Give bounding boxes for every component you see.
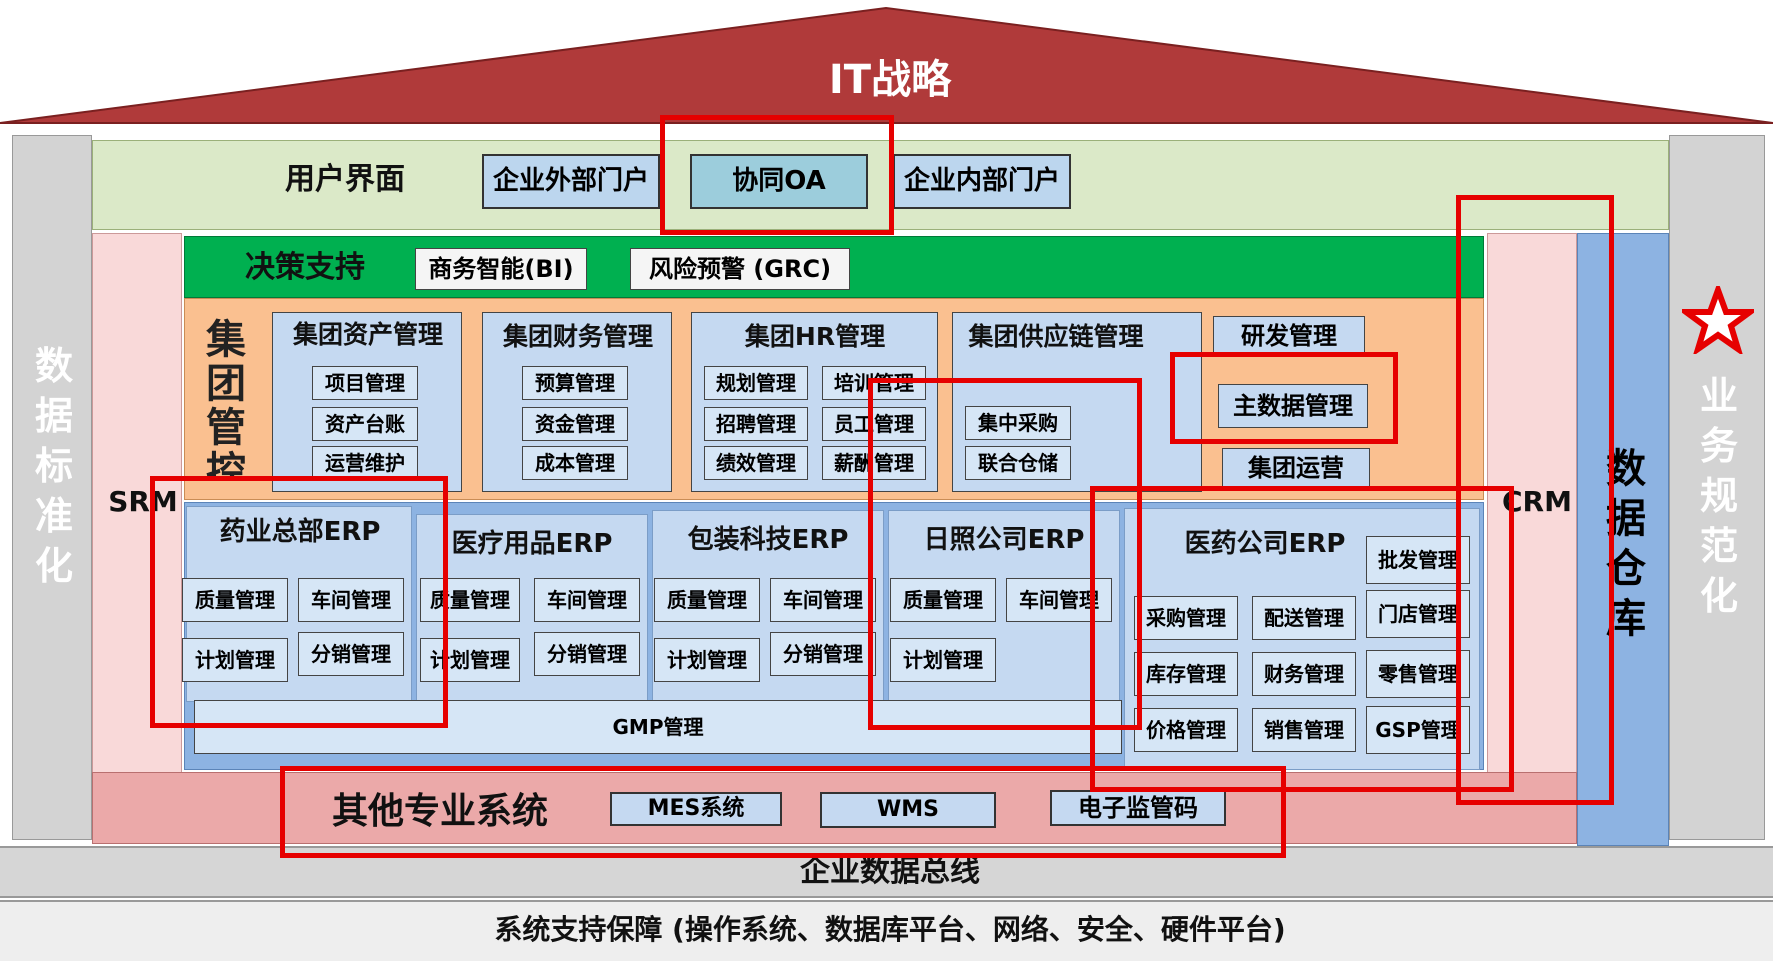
- user-interface-band: [92, 140, 1669, 230]
- erp3-item-3: 计划管理: [654, 638, 760, 682]
- highlight-decision-crm: [1456, 195, 1614, 805]
- master-data-box: 主数据管理: [1218, 384, 1368, 428]
- group-control-label: 集团管控: [206, 318, 246, 478]
- erp5-item-7: 批发管理: [1366, 536, 1470, 584]
- erp5-item-8: 门店管理: [1366, 590, 1470, 638]
- crm-band: [1487, 233, 1577, 773]
- supply-item-2: 联合仓储: [965, 446, 1071, 480]
- asset-item-3: 运营维护: [312, 446, 418, 480]
- supply-item-1: 集中采购: [965, 406, 1071, 440]
- erp3-item-4: 分销管理: [770, 632, 876, 676]
- user-interface-label: 用户界面: [285, 162, 405, 197]
- asset-item-1: 项目管理: [312, 366, 418, 400]
- highlight-master-data: [1170, 352, 1398, 444]
- erp-title-4: 日照公司ERP: [923, 525, 1085, 555]
- erp5-item-2: 配送管理: [1252, 596, 1356, 640]
- erp1-item-3: 计划管理: [182, 638, 288, 682]
- star-icon: [1682, 286, 1754, 354]
- roof-title: IT战略: [828, 57, 952, 103]
- decision-support-label: 决策支持: [245, 250, 365, 285]
- erp1-item-2: 车间管理: [298, 578, 404, 622]
- erp-title-2: 医疗用品ERP: [451, 529, 613, 559]
- erp-title-1: 药业总部ERP: [219, 517, 381, 547]
- erp5-item-4: 财务管理: [1252, 652, 1356, 696]
- highlight-oa: [660, 115, 894, 235]
- module-hr-title: 集团HR管理: [744, 322, 886, 351]
- hr-item-5: 绩效管理: [704, 446, 808, 480]
- hr-item-3: 招聘管理: [704, 407, 808, 441]
- finance-item-2: 资金管理: [522, 407, 628, 441]
- other-systems-label: 其他专业系统: [331, 791, 548, 832]
- mes-box: MES系统: [610, 792, 782, 826]
- rnd-box: 研发管理: [1213, 316, 1365, 356]
- wms-box: WMS: [820, 792, 996, 828]
- finance-item-1: 预算管理: [522, 366, 628, 400]
- erp1-item-4: 分销管理: [298, 632, 404, 676]
- hr-item-1: 规划管理: [704, 366, 808, 400]
- e-supervision-box: 电子监管码: [1050, 790, 1226, 826]
- support-band: [0, 900, 1773, 961]
- erp5-item-9: 零售管理: [1366, 650, 1470, 698]
- right-pillar-text: 业务规范化: [1700, 374, 1739, 618]
- erp3-item-2: 车间管理: [770, 578, 876, 622]
- support-label: 系统支持保障 (操作系统、数据库平台、网络、安全、硬件平台): [494, 913, 1286, 946]
- left-pillar: 数据标准化: [12, 135, 92, 840]
- erp5-item-5: 价格管理: [1134, 708, 1238, 752]
- data-bus-label: 企业数据总线: [800, 854, 980, 889]
- module-finance-title: 集团财务管理: [502, 322, 653, 351]
- erp2-item-4: 分销管理: [534, 632, 640, 676]
- erp3-item-1: 质量管理: [654, 578, 760, 622]
- bi-box: 商务智能(BI): [415, 248, 587, 290]
- module-asset-title: 集团资产管理: [292, 320, 443, 349]
- highlight-hq-erp: [150, 476, 448, 728]
- module-supply-chain-title: 集团供应链管理: [968, 322, 1144, 351]
- srm-label: SRM: [108, 485, 178, 518]
- collaborative-oa-box: 协同OA: [690, 154, 868, 209]
- highlight-pharma-erp: [1090, 486, 1514, 792]
- left-pillar-text: 数据标准化: [35, 344, 74, 588]
- erp1-item-1: 质量管理: [182, 578, 288, 622]
- right-pillar: 业务规范化: [1669, 135, 1765, 840]
- erp5-item-10: GSP管理: [1366, 706, 1470, 754]
- erp2-item-2: 车间管理: [534, 578, 640, 622]
- highlight-other-systems: [280, 766, 1286, 858]
- external-portal-box: 企业外部门户: [482, 154, 660, 209]
- roof: [0, 6, 1773, 124]
- erp2-item-3: 计划管理: [420, 638, 520, 682]
- asset-item-2: 资产台账: [312, 407, 418, 441]
- erp4-item-3: 计划管理: [890, 638, 996, 682]
- group-operation-box: 集团运营: [1222, 448, 1370, 488]
- erp-title-3: 包装科技ERP: [687, 525, 849, 555]
- erp4-item-1: 质量管理: [890, 578, 996, 622]
- erp-title-5: 医药公司ERP: [1184, 529, 1346, 559]
- finance-item-3: 成本管理: [522, 446, 628, 480]
- erp5-item-1: 采购管理: [1134, 596, 1238, 640]
- internal-portal-box: 企业内部门户: [893, 154, 1071, 209]
- hr-item-4: 员工管理: [822, 407, 926, 441]
- hr-item-6: 薪酬管理: [822, 446, 926, 480]
- grc-box: 风险预警 (GRC): [630, 248, 850, 290]
- erp5-item-3: 库存管理: [1134, 652, 1238, 696]
- hr-item-2: 培训管理: [822, 366, 926, 400]
- srm-band: [92, 233, 182, 773]
- erp5-item-6: 销售管理: [1252, 708, 1356, 752]
- highlight-supply-chain: [868, 378, 1142, 730]
